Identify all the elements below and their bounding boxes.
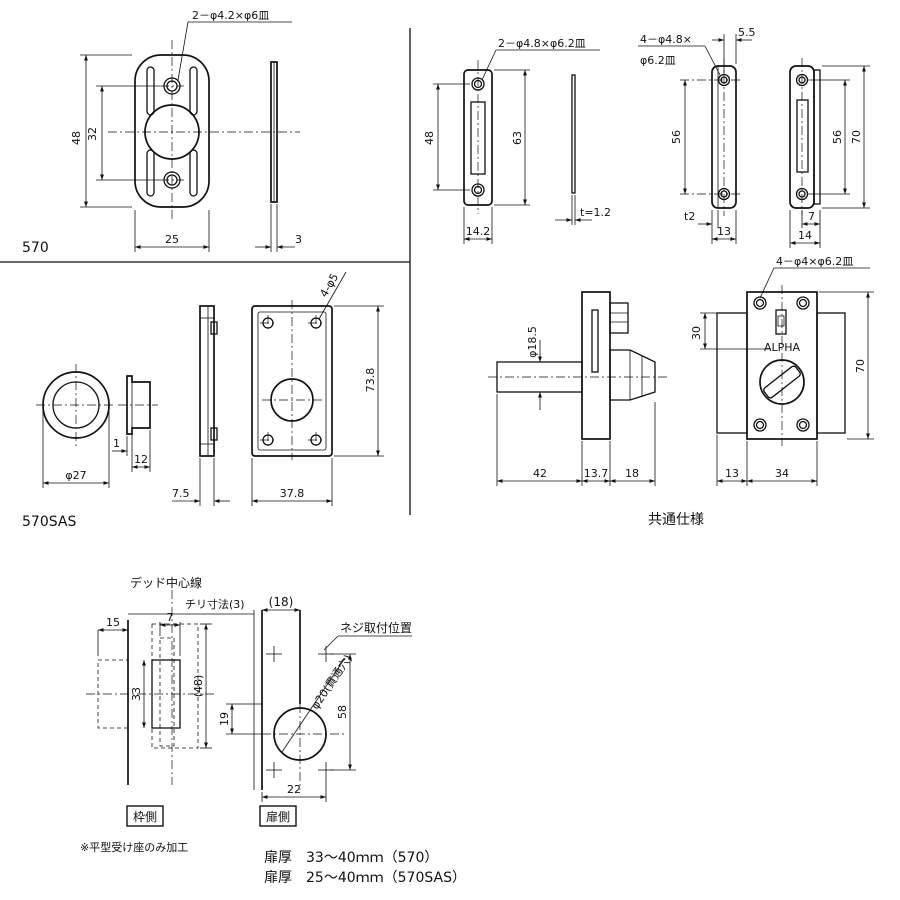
dim-install-22: 22 <box>287 783 301 796</box>
dim-strike-48: 48 <box>423 131 436 145</box>
dim-side-42: 42 <box>533 467 547 480</box>
dim-install-48: (48) <box>192 675 205 698</box>
dim-install-33: 33 <box>130 687 143 701</box>
dim-width-25: 25 <box>165 233 179 246</box>
dim-flange-1: 1 <box>113 437 120 450</box>
dim-install-58: 58 <box>336 705 349 719</box>
dim-face2-14: 14 <box>798 229 812 242</box>
view-570: 48 32 25 3 2－φ4.2×φ6皿 570 <box>22 9 302 256</box>
lock-side-view: φ18.5 42 13.7 18 <box>488 291 668 486</box>
dim-height-48: 48 <box>70 131 83 145</box>
dim-face2-7: 7 <box>808 210 815 223</box>
dim-thickness-1-2: t=1.2 <box>580 206 611 219</box>
dim-face-13: 13 <box>717 225 731 238</box>
dim-side-13-7: 13.7 <box>584 467 609 480</box>
dim-face-56: 56 <box>670 130 683 144</box>
dim-width-37-8: 37.8 <box>280 487 305 500</box>
label-common-spec: 共通仕様 <box>648 512 704 528</box>
dim-strike-14-2: 14.2 <box>466 225 491 238</box>
dim-face2-56: 56 <box>831 130 844 144</box>
dim-install-18: (18) <box>269 595 294 609</box>
indicator-window <box>775 309 787 335</box>
dim-height-73-8: 73.8 <box>364 368 377 393</box>
dim-side-7-5: 7.5 <box>172 487 190 500</box>
dim-through-hole: φ20(貫通穴) <box>308 652 355 712</box>
round-receiver-side <box>126 375 151 435</box>
note-case-holes: 4－φ4×φ6.2皿 <box>776 255 853 268</box>
dim-install-15: 15 <box>106 616 120 629</box>
dim-case-30: 30 <box>690 326 703 340</box>
dim-face-t2: t2 <box>684 210 695 223</box>
spec-door-thickness-570: 扉厚 33〜40ｍｍ（570） <box>264 850 438 866</box>
note-face-holes-b: φ6.2皿 <box>640 54 676 67</box>
view-common-spec: 48 63 14.2 2－φ4.8×φ6.2皿 t=1.2 56 <box>423 26 874 528</box>
dim-thickness-3: 3 <box>295 233 302 246</box>
note-face-holes-a: 4－φ4.8× <box>640 33 692 46</box>
thin-plate-side <box>571 74 576 194</box>
dim-case-34: 34 <box>775 467 789 480</box>
dim-face2-70: 70 <box>850 130 863 144</box>
note-strike-holes: 2－φ4.8×φ6.2皿 <box>498 37 586 50</box>
label-frame-side: 枠側 <box>133 810 157 824</box>
view-installation: 15 7 33 (48) デッド中心線 チリ寸法(3) (18) 19 <box>80 575 466 886</box>
label-dead-centerline: デッド中心線 <box>130 575 202 590</box>
dim-install-19: 19 <box>218 712 231 726</box>
dim-install-7: 7 <box>167 611 174 624</box>
dim-case-70: 70 <box>854 359 867 373</box>
dim-depth-12: 12 <box>134 453 148 466</box>
lock-front-view: ALPHA 4－φ4×φ6.2皿 30 70 13 34 <box>690 255 874 486</box>
brand-alpha: ALPHA <box>764 341 801 354</box>
dim-dia-27: φ27 <box>65 469 86 482</box>
label-570sas: 570SAS <box>22 514 76 530</box>
label-door-side: 扉側 <box>266 810 290 824</box>
dim-side-dia: φ18.5 <box>526 326 539 358</box>
note-holes-sas: 4-φ5 <box>317 271 341 299</box>
sas-plate-side <box>199 305 215 457</box>
note-holes-570: 2－φ4.2×φ6皿 <box>192 9 269 22</box>
view-570sas: φ27 1 12 73.8 <box>22 271 384 530</box>
label-570: 570 <box>22 240 49 256</box>
note-frame-side: ※平型受け座のみ加工 <box>80 840 188 854</box>
label-chiri: チリ寸法(3) <box>185 597 245 611</box>
dim-face-5-5: 5.5 <box>738 26 756 39</box>
dim-side-18: 18 <box>625 467 639 480</box>
lock-thumbturn-side <box>609 349 656 401</box>
lock-body-side <box>581 291 611 440</box>
dim-case-13: 13 <box>725 467 739 480</box>
dim-pitch-32: 32 <box>86 127 99 141</box>
label-screw-position: ネジ取付位置 <box>340 620 412 635</box>
dim-strike-63: 63 <box>511 131 524 145</box>
spec-door-thickness-570sas: 扉厚 25〜40ｍｍ（570SAS） <box>264 870 466 886</box>
